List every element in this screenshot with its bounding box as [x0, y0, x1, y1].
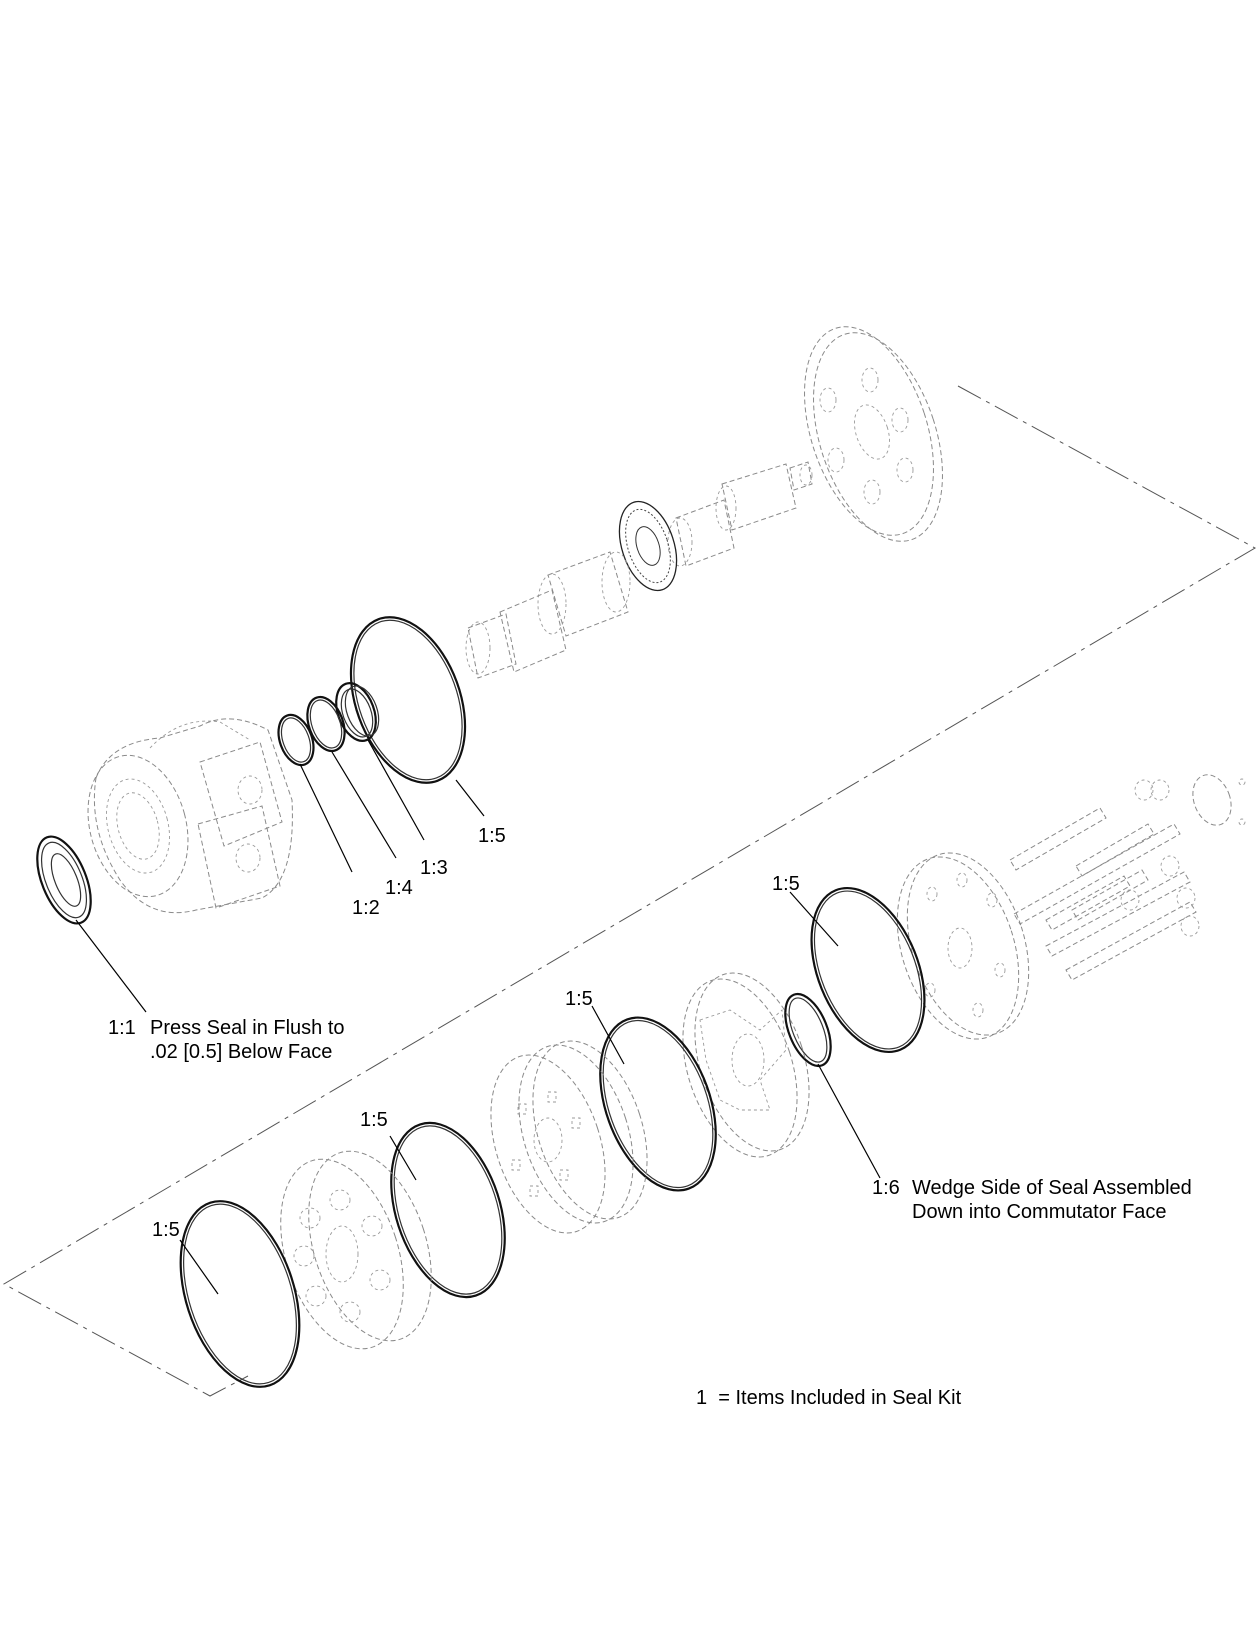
rear-flange-plate	[804, 326, 943, 542]
drive-sleeve	[465, 551, 631, 679]
note-1-6-line2: Down into Commutator Face	[912, 1201, 1167, 1223]
o-ring-front	[179, 1200, 301, 1388]
output-shaft	[667, 461, 813, 567]
note-1-1-line2: .02 [0.5] Below Face	[150, 1041, 332, 1063]
note-1-1-line1: Press Seal in Flush to	[150, 1017, 345, 1039]
thrust-bearing	[618, 500, 678, 592]
callout-1-5-mid-a: 1:5	[565, 988, 593, 1010]
note-1-6-line1: Wedge Side of Seal Assembled	[912, 1177, 1192, 1199]
legend-text: 1 = Items Included in Seal Kit	[696, 1387, 962, 1409]
seal-1-6	[784, 992, 832, 1068]
gerotor-set	[280, 1150, 432, 1350]
callout-1-6: 1:6	[872, 1177, 900, 1199]
callout-1-3: 1:3	[420, 857, 448, 879]
assembly-centerline	[2, 385, 1257, 1397]
seal-1-4	[306, 695, 346, 753]
manifold	[490, 1040, 648, 1234]
callout-1-5-front: 1:5	[152, 1219, 180, 1241]
o-ring-mid-a	[599, 1016, 717, 1192]
shaft-seal-1-1	[36, 835, 92, 925]
callout-1-5-upper: 1:5	[478, 825, 506, 847]
callout-1-4: 1:4	[385, 877, 413, 899]
o-ring-mid-b	[390, 1121, 506, 1299]
callout-1-5-mid-b: 1:5	[360, 1109, 388, 1131]
leader-lines	[75, 739, 881, 1295]
o-ring-upper	[349, 616, 467, 784]
o-ring-end-cover	[810, 886, 926, 1054]
callout-1-5-rear: 1:5	[772, 873, 800, 895]
motor-housing	[87, 718, 293, 914]
commutator	[682, 972, 810, 1158]
seal-1-2	[277, 713, 315, 767]
callout-1-1: 1:1	[108, 1017, 136, 1039]
plug	[1192, 774, 1246, 826]
callout-1-2: 1:2	[352, 897, 380, 919]
end-cover	[896, 852, 1030, 1040]
bolts	[1009, 779, 1200, 981]
